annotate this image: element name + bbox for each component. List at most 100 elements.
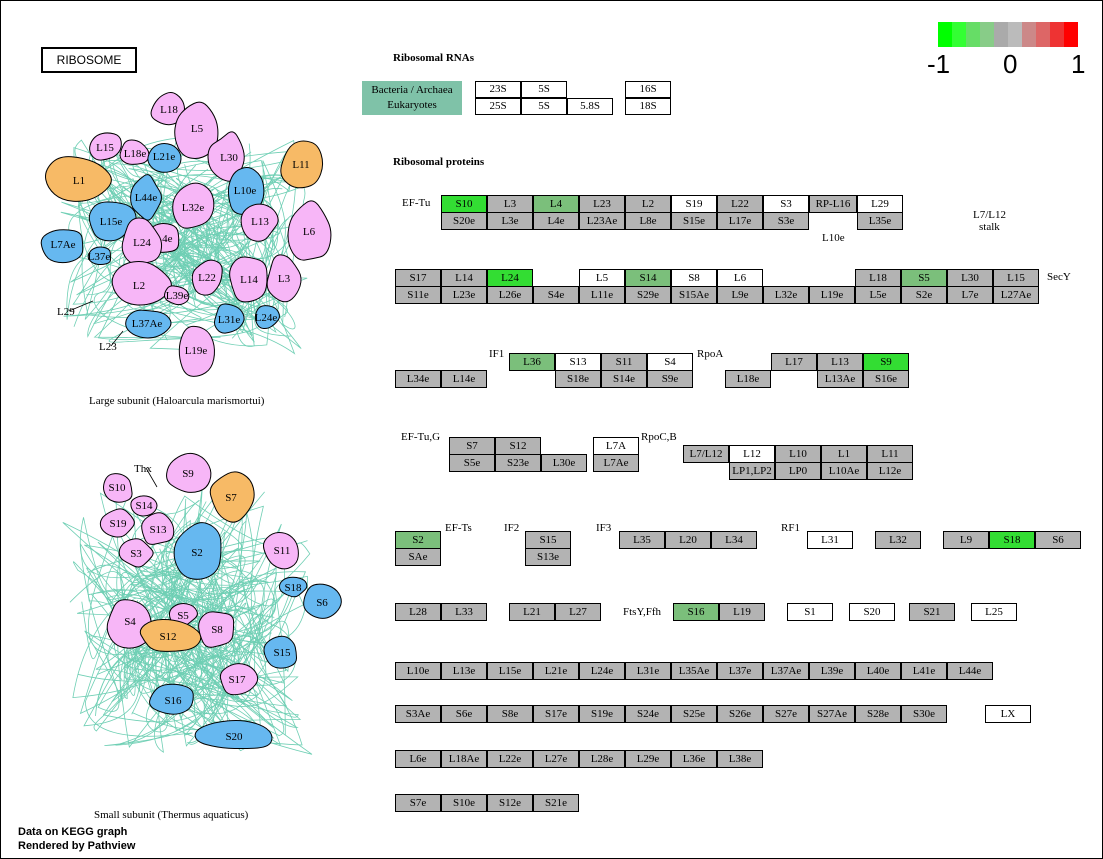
gene-box-s4[interactable]: S4 xyxy=(647,353,693,371)
gene-box-l24[interactable]: L24 xyxy=(487,269,533,287)
gene-box-l18e[interactable]: L18e xyxy=(725,370,771,388)
gene-box-s10e[interactable]: S10e xyxy=(441,794,487,812)
gene-box-l15[interactable]: L15 xyxy=(993,269,1039,287)
gene-box-s18e[interactable]: S18e xyxy=(555,370,601,388)
gene-box-l30[interactable]: L30 xyxy=(947,269,993,287)
gene-box-l34e[interactable]: L34e xyxy=(395,370,441,388)
gene-box-l38e[interactable]: L38e xyxy=(717,750,763,768)
gene-box-s15[interactable]: S15 xyxy=(525,531,571,549)
gene-box-s11[interactable]: S11 xyxy=(601,353,647,371)
gene-box-s14e[interactable]: S14e xyxy=(601,370,647,388)
gene-box-l7ae[interactable]: L7Ae xyxy=(593,454,639,472)
gene-box-l44e[interactable]: L44e xyxy=(947,662,993,680)
gene-box-l30e[interactable]: L30e xyxy=(541,454,587,472)
gene-box-s13e[interactable]: S13e xyxy=(525,548,571,566)
gene-box-l1[interactable]: L1 xyxy=(821,445,867,463)
gene-box-s24e[interactable]: S24e xyxy=(625,705,671,723)
gene-box-sae[interactable]: SAe xyxy=(395,548,441,566)
gene-box-l21[interactable]: L21 xyxy=(509,603,555,621)
gene-box-l15e[interactable]: L15e xyxy=(487,662,533,680)
gene-box-s5e[interactable]: S5e xyxy=(449,454,495,472)
gene-box-l12e[interactable]: L12e xyxy=(867,462,913,480)
gene-box-s9[interactable]: S9 xyxy=(863,353,909,371)
gene-box-l27e[interactable]: L27e xyxy=(533,750,579,768)
gene-box-l32[interactable]: L32 xyxy=(875,531,921,549)
gene-box-s2[interactable]: S2 xyxy=(395,531,441,549)
gene-box-l7-l12[interactable]: L7/L12 xyxy=(683,445,729,463)
gene-box-l17e[interactable]: L17e xyxy=(717,212,763,230)
gene-box-s6[interactable]: S6 xyxy=(1035,531,1081,549)
gene-box-l5[interactable]: L5 xyxy=(579,269,625,287)
gene-box-l14[interactable]: L14 xyxy=(441,269,487,287)
gene-box-l41e[interactable]: L41e xyxy=(901,662,947,680)
gene-box-s19[interactable]: S19 xyxy=(671,195,717,213)
gene-box-s18[interactable]: S18 xyxy=(989,531,1035,549)
gene-box-s23e[interactable]: S23e xyxy=(495,454,541,472)
gene-box-s29e[interactable]: S29e xyxy=(625,286,671,304)
gene-box-l40e[interactable]: L40e xyxy=(855,662,901,680)
gene-box-l6[interactable]: L6 xyxy=(717,269,763,287)
gene-box-lp0[interactable]: LP0 xyxy=(775,462,821,480)
gene-box-l9e[interactable]: L9e xyxy=(717,286,763,304)
rrna-5-8s[interactable]: 5.8S xyxy=(567,98,613,115)
rrna-23s[interactable]: 23S xyxy=(475,81,521,98)
gene-box-s6e[interactable]: S6e xyxy=(441,705,487,723)
gene-box-l22e[interactable]: L22e xyxy=(487,750,533,768)
gene-box-s1[interactable]: S1 xyxy=(787,603,833,621)
gene-box-l3[interactable]: L3 xyxy=(487,195,533,213)
gene-box-l37ae[interactable]: L37Ae xyxy=(763,662,809,680)
gene-box-s17[interactable]: S17 xyxy=(395,269,441,287)
gene-box-l29e[interactable]: L29e xyxy=(625,750,671,768)
gene-box-s3e[interactable]: S3e xyxy=(763,212,809,230)
gene-box-s21[interactable]: S21 xyxy=(909,603,955,621)
gene-box-l32e[interactable]: L32e xyxy=(763,286,809,304)
gene-box-l18ae[interactable]: L18Ae xyxy=(441,750,487,768)
gene-box-s4e[interactable]: S4e xyxy=(533,286,579,304)
gene-box-s5[interactable]: S5 xyxy=(901,269,947,287)
gene-box-l36e[interactable]: L36e xyxy=(671,750,717,768)
rrna-18s[interactable]: 18S xyxy=(625,98,671,115)
gene-box-l35ae[interactable]: L35Ae xyxy=(671,662,717,680)
gene-box-l13e[interactable]: L13e xyxy=(441,662,487,680)
gene-box-l23e[interactable]: L23e xyxy=(441,286,487,304)
gene-box-l25[interactable]: L25 xyxy=(971,603,1017,621)
gene-box-s15ae[interactable]: S15Ae xyxy=(671,286,717,304)
gene-box-l23ae[interactable]: L23Ae xyxy=(579,212,625,230)
gene-box-l35e[interactable]: L35e xyxy=(857,212,903,230)
gene-box-l28[interactable]: L28 xyxy=(395,603,441,621)
gene-box-l33[interactable]: L33 xyxy=(441,603,487,621)
gene-box-l36[interactable]: L36 xyxy=(509,353,555,371)
gene-box-l4e[interactable]: L4e xyxy=(533,212,579,230)
gene-box-lx[interactable]: LX xyxy=(985,705,1031,723)
gene-box-s7[interactable]: S7 xyxy=(449,437,495,455)
gene-box-l31[interactable]: L31 xyxy=(807,531,853,549)
gene-box-l11e[interactable]: L11e xyxy=(579,286,625,304)
gene-box-l23[interactable]: L23 xyxy=(579,195,625,213)
gene-box-l12[interactable]: L12 xyxy=(729,445,775,463)
gene-box-s26e[interactable]: S26e xyxy=(717,705,763,723)
gene-box-l19e[interactable]: L19e xyxy=(809,286,855,304)
gene-box-l7e[interactable]: L7e xyxy=(947,286,993,304)
gene-box-s21e[interactable]: S21e xyxy=(533,794,579,812)
gene-box-s27e[interactable]: S27e xyxy=(763,705,809,723)
gene-box-s8[interactable]: S8 xyxy=(671,269,717,287)
gene-box-s17e[interactable]: S17e xyxy=(533,705,579,723)
gene-box-s7e[interactable]: S7e xyxy=(395,794,441,812)
gene-box-l26e[interactable]: L26e xyxy=(487,286,533,304)
gene-box-l5e[interactable]: L5e xyxy=(855,286,901,304)
gene-box-l39e[interactable]: L39e xyxy=(809,662,855,680)
gene-box-l21e[interactable]: L21e xyxy=(533,662,579,680)
gene-box-l17[interactable]: L17 xyxy=(771,353,817,371)
gene-box-l11[interactable]: L11 xyxy=(867,445,913,463)
gene-box-l10e[interactable]: L10e xyxy=(395,662,441,680)
gene-box-s13[interactable]: S13 xyxy=(555,353,601,371)
gene-box-l2[interactable]: L2 xyxy=(625,195,671,213)
gene-box-l7a[interactable]: L7A xyxy=(593,437,639,455)
gene-box-s19e[interactable]: S19e xyxy=(579,705,625,723)
gene-box-l31e[interactable]: L31e xyxy=(625,662,671,680)
gene-box-rp-l16[interactable]: RP-L16 xyxy=(809,195,857,213)
gene-box-s27ae[interactable]: S27Ae xyxy=(809,705,855,723)
gene-box-l6e[interactable]: L6e xyxy=(395,750,441,768)
gene-box-l29[interactable]: L29 xyxy=(857,195,903,213)
gene-box-s28e[interactable]: S28e xyxy=(855,705,901,723)
